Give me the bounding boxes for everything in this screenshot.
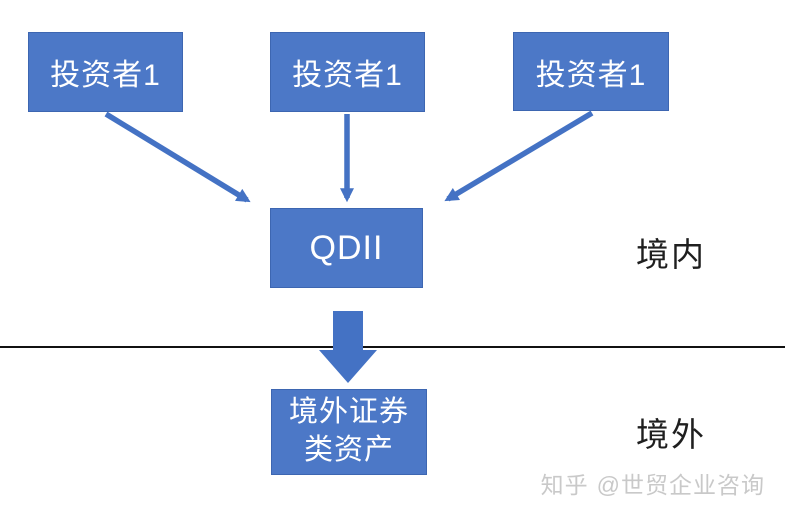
arrow-investor1-to-qdii [104, 111, 251, 203]
investor-box-2: 投资者1 [270, 32, 425, 112]
investor-box-3: 投资者1 [513, 32, 669, 111]
region-label-overseas: 境外 [636, 416, 706, 453]
qdii-to-offshore-block-arrow [319, 311, 377, 383]
offshore-assets-box: 境外证券 类资产 [271, 389, 427, 475]
watermark-brand: 知乎 [540, 472, 589, 498]
arrow-investor3-to-qdii [444, 110, 594, 202]
investor-box-1: 投资者1 [28, 32, 183, 112]
region-label-domestic: 境内 [636, 236, 706, 273]
qdii-box: QDII [270, 208, 423, 288]
watermark-handle: @世贸企业咨询 [596, 472, 765, 498]
watermark: 知乎 @世贸企业咨询 [541, 466, 765, 500]
